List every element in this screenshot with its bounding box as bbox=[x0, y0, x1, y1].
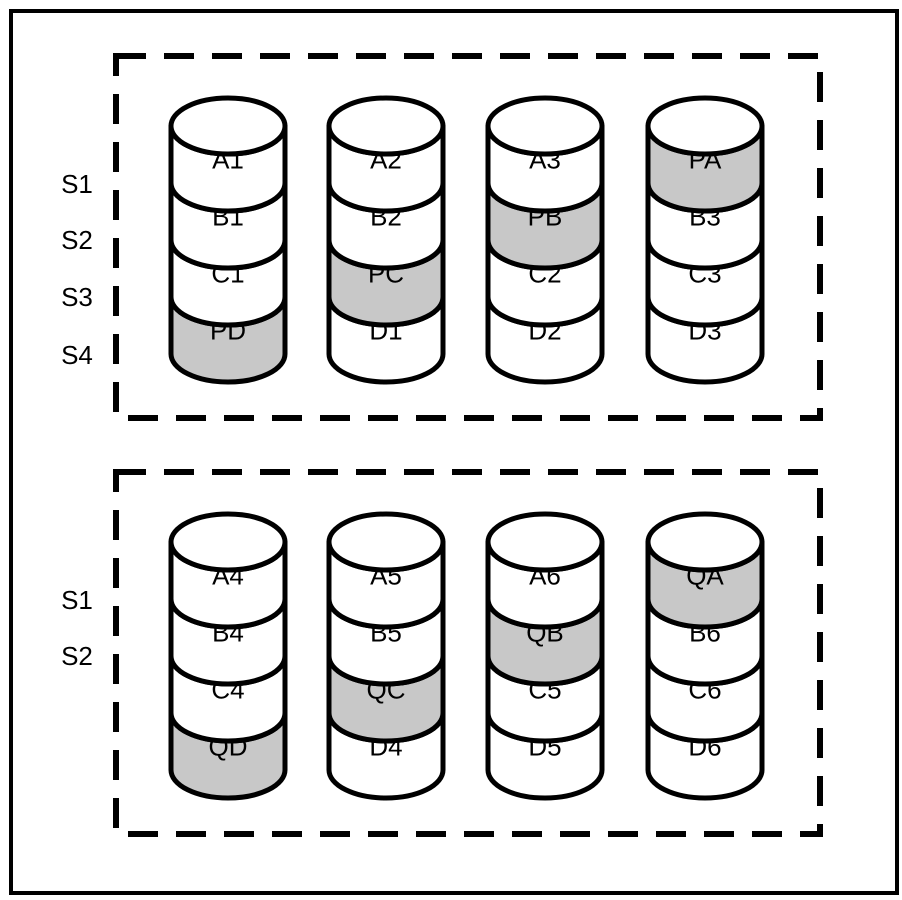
disk-top-cap bbox=[168, 95, 288, 157]
disk-top-cap bbox=[485, 511, 605, 573]
disk-top-cap bbox=[485, 95, 605, 157]
stripe-label: S3 bbox=[61, 282, 93, 312]
stripe-label: S2 bbox=[61, 641, 93, 671]
stripe-label: S1 bbox=[61, 585, 93, 615]
stripe-label: S4 bbox=[61, 340, 93, 370]
stripe-label: S1 bbox=[61, 169, 93, 199]
disk-top-cap bbox=[645, 511, 765, 573]
disk-top-cap bbox=[326, 511, 446, 573]
disk-top-cap bbox=[645, 95, 765, 157]
array-boundary bbox=[113, 53, 823, 421]
disk-top-cap bbox=[168, 511, 288, 573]
stripe-label: S2 bbox=[61, 225, 93, 255]
disk-top-cap bbox=[326, 95, 446, 157]
array-boundary bbox=[113, 469, 823, 837]
